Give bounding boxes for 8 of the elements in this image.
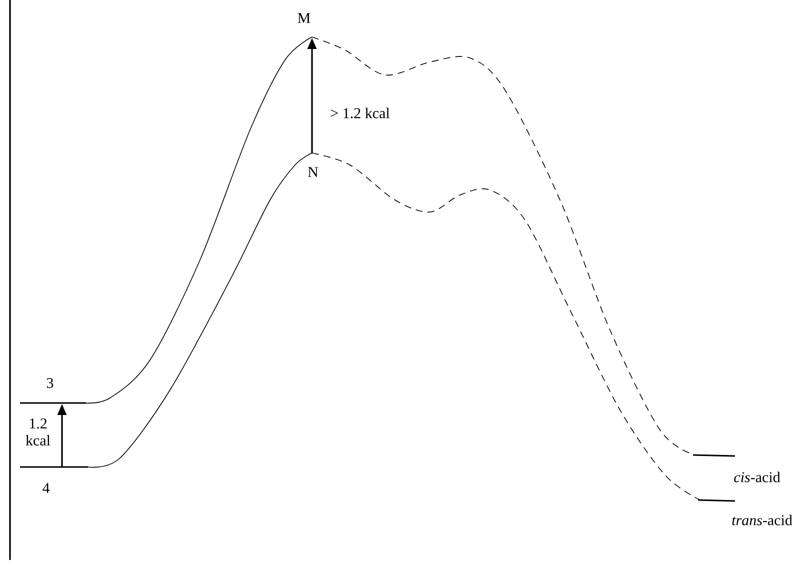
state-label: 4 <box>42 483 50 493</box>
energy-label: > 1.2 kcal <box>330 108 390 118</box>
product-label: trans-acid <box>732 514 792 526</box>
product-label: cis-acid <box>734 472 780 482</box>
state-label: M <box>298 13 310 23</box>
state-label: 3 <box>46 378 54 388</box>
state-label: N <box>308 167 318 177</box>
energy-label: 1.2 kcal <box>26 418 50 446</box>
